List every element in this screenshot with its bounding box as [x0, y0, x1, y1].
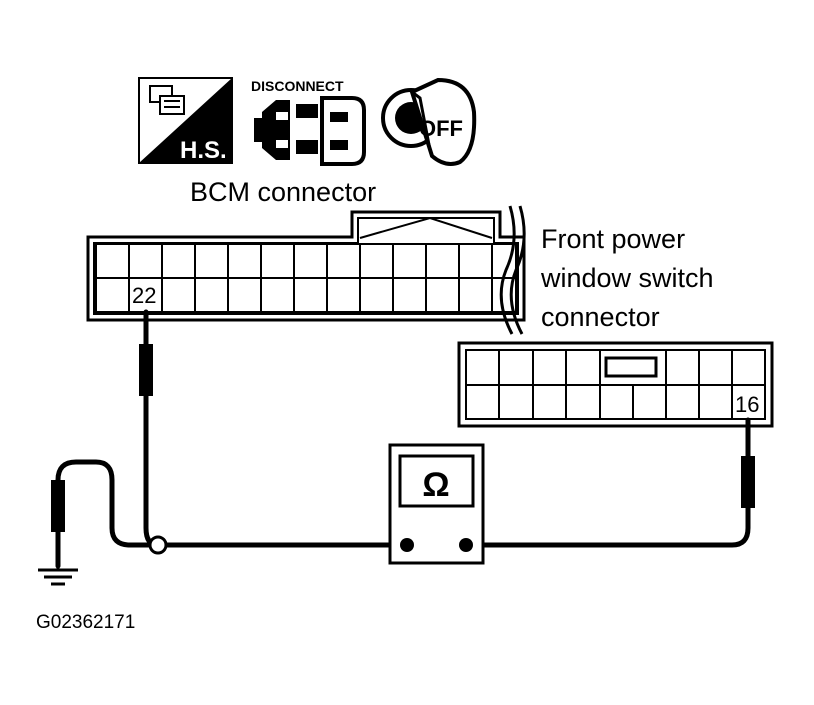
ignition-off-icon: OFF [381, 77, 477, 166]
bcm-connector [86, 205, 526, 335]
ohm-symbol-icon: Ω [422, 466, 449, 504]
switch-test-probe [741, 456, 755, 508]
disconnect-label: DISCONNECT [251, 78, 344, 94]
ignition-label: OFF [419, 116, 463, 141]
ground-icon [38, 566, 78, 586]
switch-connector-label-line1: Front power [541, 224, 685, 254]
figure-id: G02362171 [36, 612, 135, 633]
disconnect-icon: DISCONNECT [251, 78, 366, 166]
harness-service-icon: H.S. [138, 77, 233, 164]
harness-label: H.S. [180, 137, 227, 164]
switch-connector-label-line3: connector [541, 302, 660, 332]
ground-test-probe [51, 480, 65, 532]
switch-pin-number: 16 [735, 392, 759, 417]
switch-connector-label-line2: window switch [540, 263, 714, 293]
bcm-test-probe [139, 344, 153, 396]
switch-connector [457, 341, 774, 428]
bcm-connector-label: BCM connector [190, 177, 376, 207]
bcm-pin-number: 22 [132, 283, 156, 308]
wire-junction [148, 535, 168, 555]
ohmmeter [388, 443, 485, 565]
